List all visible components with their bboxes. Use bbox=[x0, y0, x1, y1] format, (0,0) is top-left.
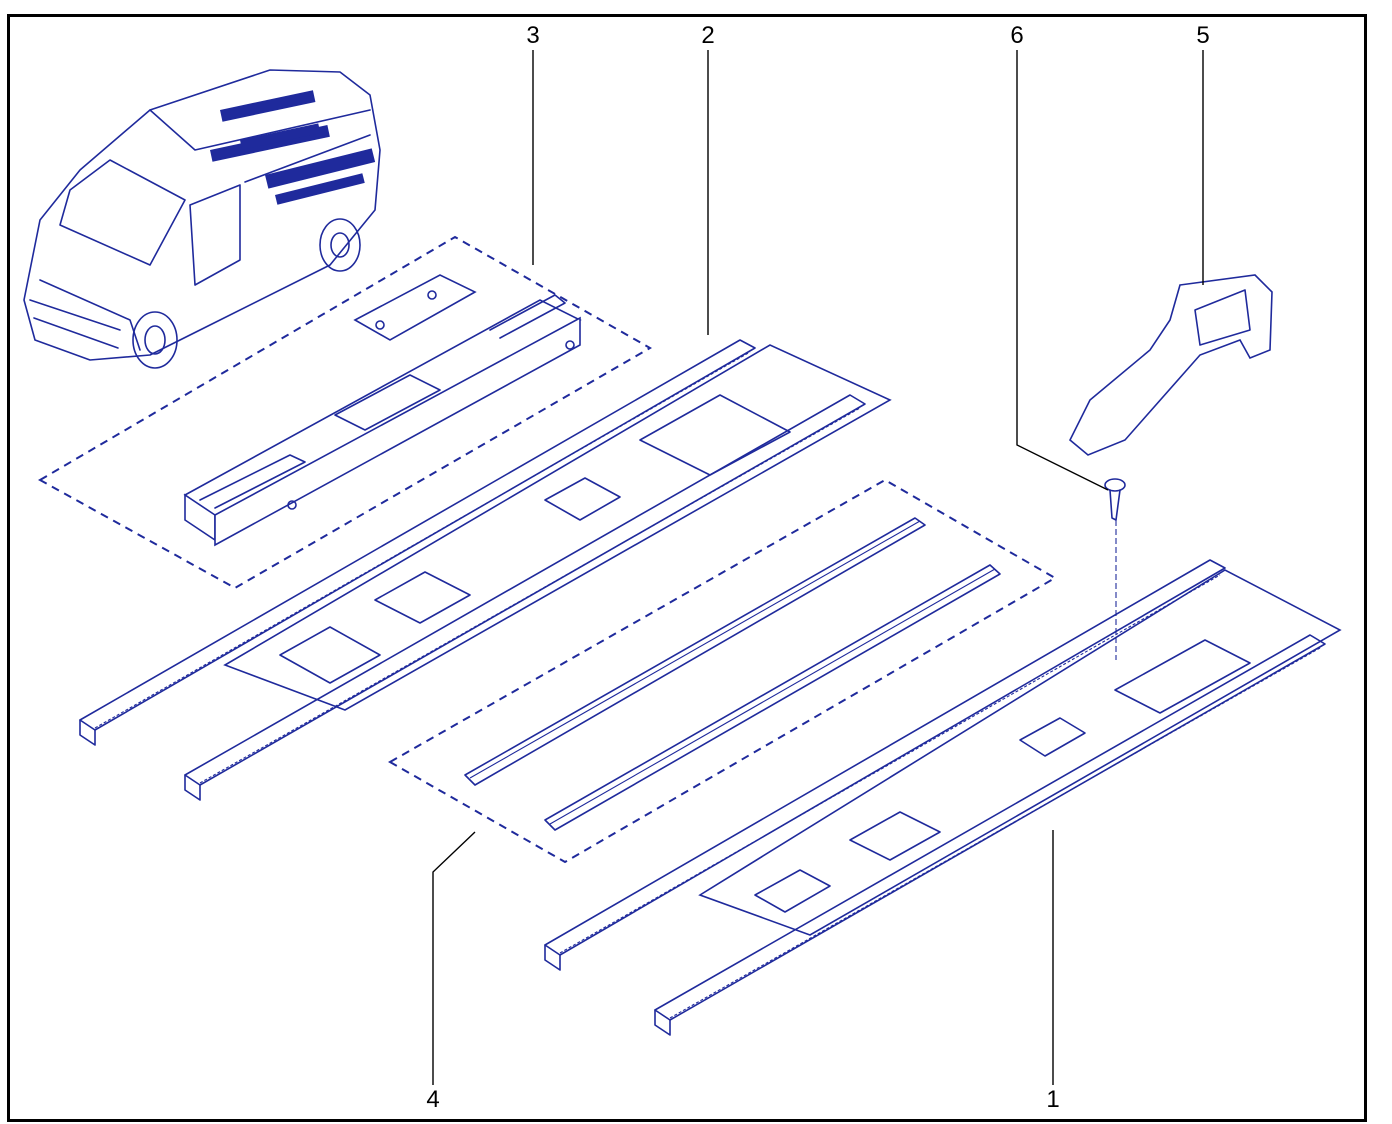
rail-trim-strips-icon bbox=[387, 478, 1057, 864]
diagram-frame bbox=[7, 14, 1367, 1122]
torx-screw-icon bbox=[1104, 478, 1126, 660]
callout-2: 2 bbox=[701, 22, 715, 49]
callout-3: 3 bbox=[526, 22, 540, 49]
callout-5: 5 bbox=[1196, 22, 1210, 49]
floor-rail-assembly-right-icon bbox=[544, 559, 1342, 1036]
leader-6 bbox=[1016, 50, 1109, 491]
callout-4: 4 bbox=[426, 1086, 440, 1113]
leader-4 bbox=[432, 831, 476, 1085]
floor-rail-assembly-left-icon bbox=[79, 339, 892, 801]
callout-6: 6 bbox=[1010, 22, 1024, 49]
leader-lines bbox=[432, 50, 1204, 1085]
rail-insert-kit-icon bbox=[37, 235, 653, 590]
van-icon bbox=[23, 69, 381, 369]
callout-1: 1 bbox=[1046, 1086, 1060, 1113]
rail-lock-lever-icon bbox=[1069, 274, 1273, 456]
